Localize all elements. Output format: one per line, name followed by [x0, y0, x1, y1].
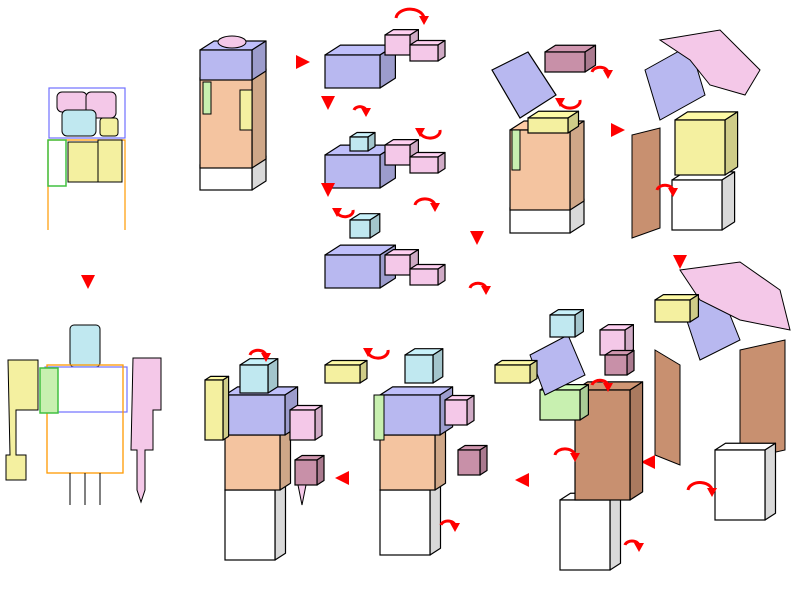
arm-left	[674, 111, 739, 176]
hand-segment	[409, 263, 446, 286]
hand	[457, 444, 488, 476]
hand-segment	[409, 39, 446, 62]
legs	[224, 482, 287, 561]
red-triangle-arrow-icon	[321, 96, 335, 110]
step-6-open-doors	[631, 29, 761, 239]
head	[549, 309, 585, 338]
step-10-robot-mode	[204, 358, 325, 561]
legs	[714, 442, 777, 521]
arm-right	[444, 394, 475, 426]
head	[349, 131, 376, 152]
tray	[324, 44, 396, 89]
step-5-open-head	[491, 44, 597, 234]
step-7-unfold-legs	[654, 261, 791, 521]
legs	[379, 482, 442, 556]
curved-red-arrow-icon	[590, 65, 613, 79]
body	[379, 427, 447, 491]
curved-red-arrow-icon	[686, 481, 717, 497]
schematic-folded	[47, 87, 126, 230]
curved-red-arrow-icon	[553, 447, 580, 462]
chest	[379, 386, 454, 436]
curved-red-arrow-icon	[413, 197, 440, 212]
arm-left	[204, 375, 230, 441]
curved-red-arrow-icon	[363, 348, 390, 360]
curved-red-arrow-icon	[590, 378, 613, 392]
legs	[671, 171, 736, 231]
arm-segment	[384, 249, 419, 276]
curved-red-arrow-icon	[655, 183, 678, 197]
red-triangle-arrow-icon	[611, 123, 625, 137]
body	[509, 120, 585, 211]
red-triangle-arrow-icon	[470, 231, 484, 245]
step-1-folded-block	[199, 35, 267, 191]
body	[224, 427, 292, 491]
red-triangle-arrow-icon	[321, 183, 335, 197]
curved-red-arrow-icon	[332, 208, 355, 219]
step-4-raise-head	[324, 213, 446, 289]
tray	[324, 244, 396, 289]
curved-red-arrow-icon	[439, 519, 460, 532]
schematic-unfolded	[5, 324, 162, 505]
arm-left	[494, 359, 538, 384]
arm-right	[544, 44, 597, 73]
curved-red-arrow-icon	[468, 281, 491, 295]
step-8-rotate-torso	[494, 309, 644, 571]
curved-red-arrow-icon	[623, 539, 644, 552]
head	[239, 358, 279, 394]
curved-red-arrow-icon	[415, 128, 442, 140]
curved-red-arrow-icon	[555, 98, 582, 110]
head	[404, 348, 444, 384]
legs	[559, 492, 622, 571]
hand	[604, 349, 635, 376]
red-triangle-arrow-icon	[641, 455, 655, 469]
red-triangle-arrow-icon	[515, 473, 529, 487]
step-3-pull-arm	[324, 131, 446, 189]
arm-left	[324, 359, 368, 384]
step-9-rotate-arms	[324, 348, 488, 556]
red-triangle-arrow-icon	[296, 55, 310, 69]
arm-left	[654, 294, 700, 323]
red-triangle-arrow-icon	[335, 471, 349, 485]
curved-red-arrow-icon	[352, 105, 371, 117]
red-triangle-arrow-icon	[673, 255, 687, 269]
curved-red-arrow-icon	[394, 7, 429, 25]
red-triangle-arrow-icon	[81, 275, 95, 289]
arm-right	[289, 404, 323, 441]
arm-left	[527, 110, 580, 134]
hand	[294, 454, 325, 486]
hand-segment	[409, 151, 446, 174]
curved-red-arrow-icon	[248, 348, 271, 362]
step-2-open-tray	[324, 29, 446, 89]
head	[349, 213, 381, 239]
chest	[224, 386, 299, 436]
